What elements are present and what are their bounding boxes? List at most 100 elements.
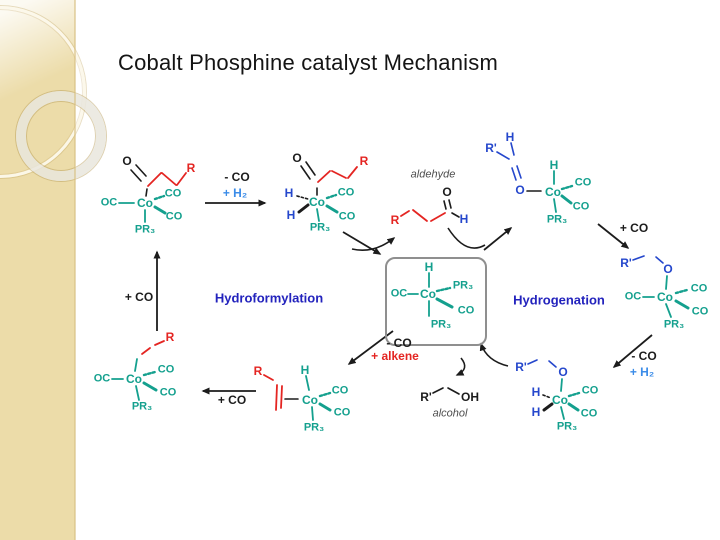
box-H: H <box>424 260 434 274</box>
bond <box>134 358 138 372</box>
s5-CO-upper: CO <box>581 384 599 397</box>
bond <box>135 164 147 177</box>
s5-O: O <box>558 365 568 379</box>
alc-OH: OH <box>461 390 479 404</box>
bond <box>153 194 166 201</box>
bond <box>142 370 157 377</box>
s3-H-hydride: H <box>549 158 559 172</box>
bond <box>412 209 428 222</box>
s1-R: R <box>186 161 196 175</box>
bond <box>176 172 187 186</box>
step-4-plus-h2: + H₂ <box>629 365 655 379</box>
s7-OC: OC <box>93 372 111 385</box>
ald-R: R <box>390 213 400 227</box>
s6-R: R <box>253 364 263 378</box>
label-hydrogenation: Hydrogenation <box>513 292 605 308</box>
bond <box>443 200 447 210</box>
bond <box>135 385 140 401</box>
bond <box>553 198 557 213</box>
bond <box>665 275 668 290</box>
step-3-plus-co: + CO <box>619 221 649 235</box>
bond <box>560 378 563 392</box>
bond <box>130 169 142 182</box>
bond <box>147 172 162 187</box>
s2-H-upper: H <box>284 186 294 200</box>
bond <box>347 166 358 179</box>
box-PR3-bottom: PR₃ <box>430 318 452 331</box>
bond <box>317 170 331 183</box>
s6-CO-upper: CO <box>331 384 349 397</box>
bond <box>318 391 332 398</box>
bond <box>435 297 454 309</box>
page-title: Cobalt Phosphine catalyst Mechanism <box>118 50 498 75</box>
s4-O: O <box>663 262 673 276</box>
caption-aldehyde: aldehyde <box>410 168 456 181</box>
ald-O: O <box>442 185 452 199</box>
box-OC: OC <box>390 287 408 300</box>
box-PR3-right: PR₃ <box>452 279 474 292</box>
bond <box>311 406 314 421</box>
bond <box>154 340 165 346</box>
bond <box>448 199 452 209</box>
s2-CO-upper: CO <box>337 186 355 199</box>
s4-Co: Co <box>657 290 673 304</box>
bond <box>674 288 689 295</box>
bond <box>145 188 148 197</box>
s2-R: R <box>359 154 369 168</box>
bond <box>567 391 581 398</box>
s1-Co: Co <box>137 196 153 210</box>
s3-Co: Co <box>545 185 561 199</box>
arrow-alcohol-release <box>455 357 466 376</box>
active-catalyst-box <box>385 257 487 346</box>
bond <box>655 256 664 264</box>
bond <box>665 303 672 318</box>
s1-CO-upper: CO <box>164 187 182 200</box>
s4-CO-lower: CO <box>691 305 709 318</box>
bond <box>451 212 460 218</box>
alc-Rprime: R' <box>420 390 432 404</box>
s6-CO-lower: CO <box>333 406 351 419</box>
bond <box>161 172 177 186</box>
label-hydroformylation: Hydroformylation <box>214 290 324 306</box>
s4-Rprime: R' <box>620 256 632 270</box>
s5-H-lower: H <box>531 405 541 419</box>
bond <box>325 193 338 200</box>
bond <box>542 402 554 412</box>
s3-PR3: PR₃ <box>546 213 568 226</box>
bond <box>511 167 517 181</box>
bond <box>435 286 452 293</box>
bond <box>560 406 565 420</box>
ald-H: H <box>459 212 469 226</box>
arrow-box-to-s3 <box>483 227 513 251</box>
bond <box>560 194 573 205</box>
step-10-plus-co: + CO <box>217 393 247 407</box>
bond <box>275 384 278 411</box>
s2-H-lower: H <box>286 208 296 222</box>
bond <box>510 142 515 156</box>
bond <box>280 385 283 409</box>
bond <box>296 195 309 200</box>
s6-H: H <box>300 363 310 377</box>
step-9-plus-alkene: + alkene <box>371 349 419 363</box>
s4-CO-upper: CO <box>690 282 708 295</box>
bond <box>430 212 446 222</box>
s2-PR3: PR₃ <box>309 221 331 234</box>
bond <box>400 210 410 217</box>
s4-OC: OC <box>624 290 642 303</box>
arrow-s2-to-box <box>342 231 382 255</box>
bond <box>153 205 167 215</box>
s1-CO-lower: CO <box>165 210 183 223</box>
s2-Co: Co <box>309 195 325 209</box>
bond <box>318 402 332 412</box>
curve-aldehyde-uptake <box>447 227 486 249</box>
s6-PR3: PR₃ <box>303 421 325 434</box>
bond <box>300 165 311 180</box>
step-9-minus-co: - CO <box>386 336 412 350</box>
s3-CO-upper: CO <box>574 176 592 189</box>
bond <box>516 165 522 179</box>
bond <box>141 347 151 355</box>
s5-PR3: PR₃ <box>556 420 578 433</box>
step-1-plus-h2: + H₂ <box>222 186 248 200</box>
